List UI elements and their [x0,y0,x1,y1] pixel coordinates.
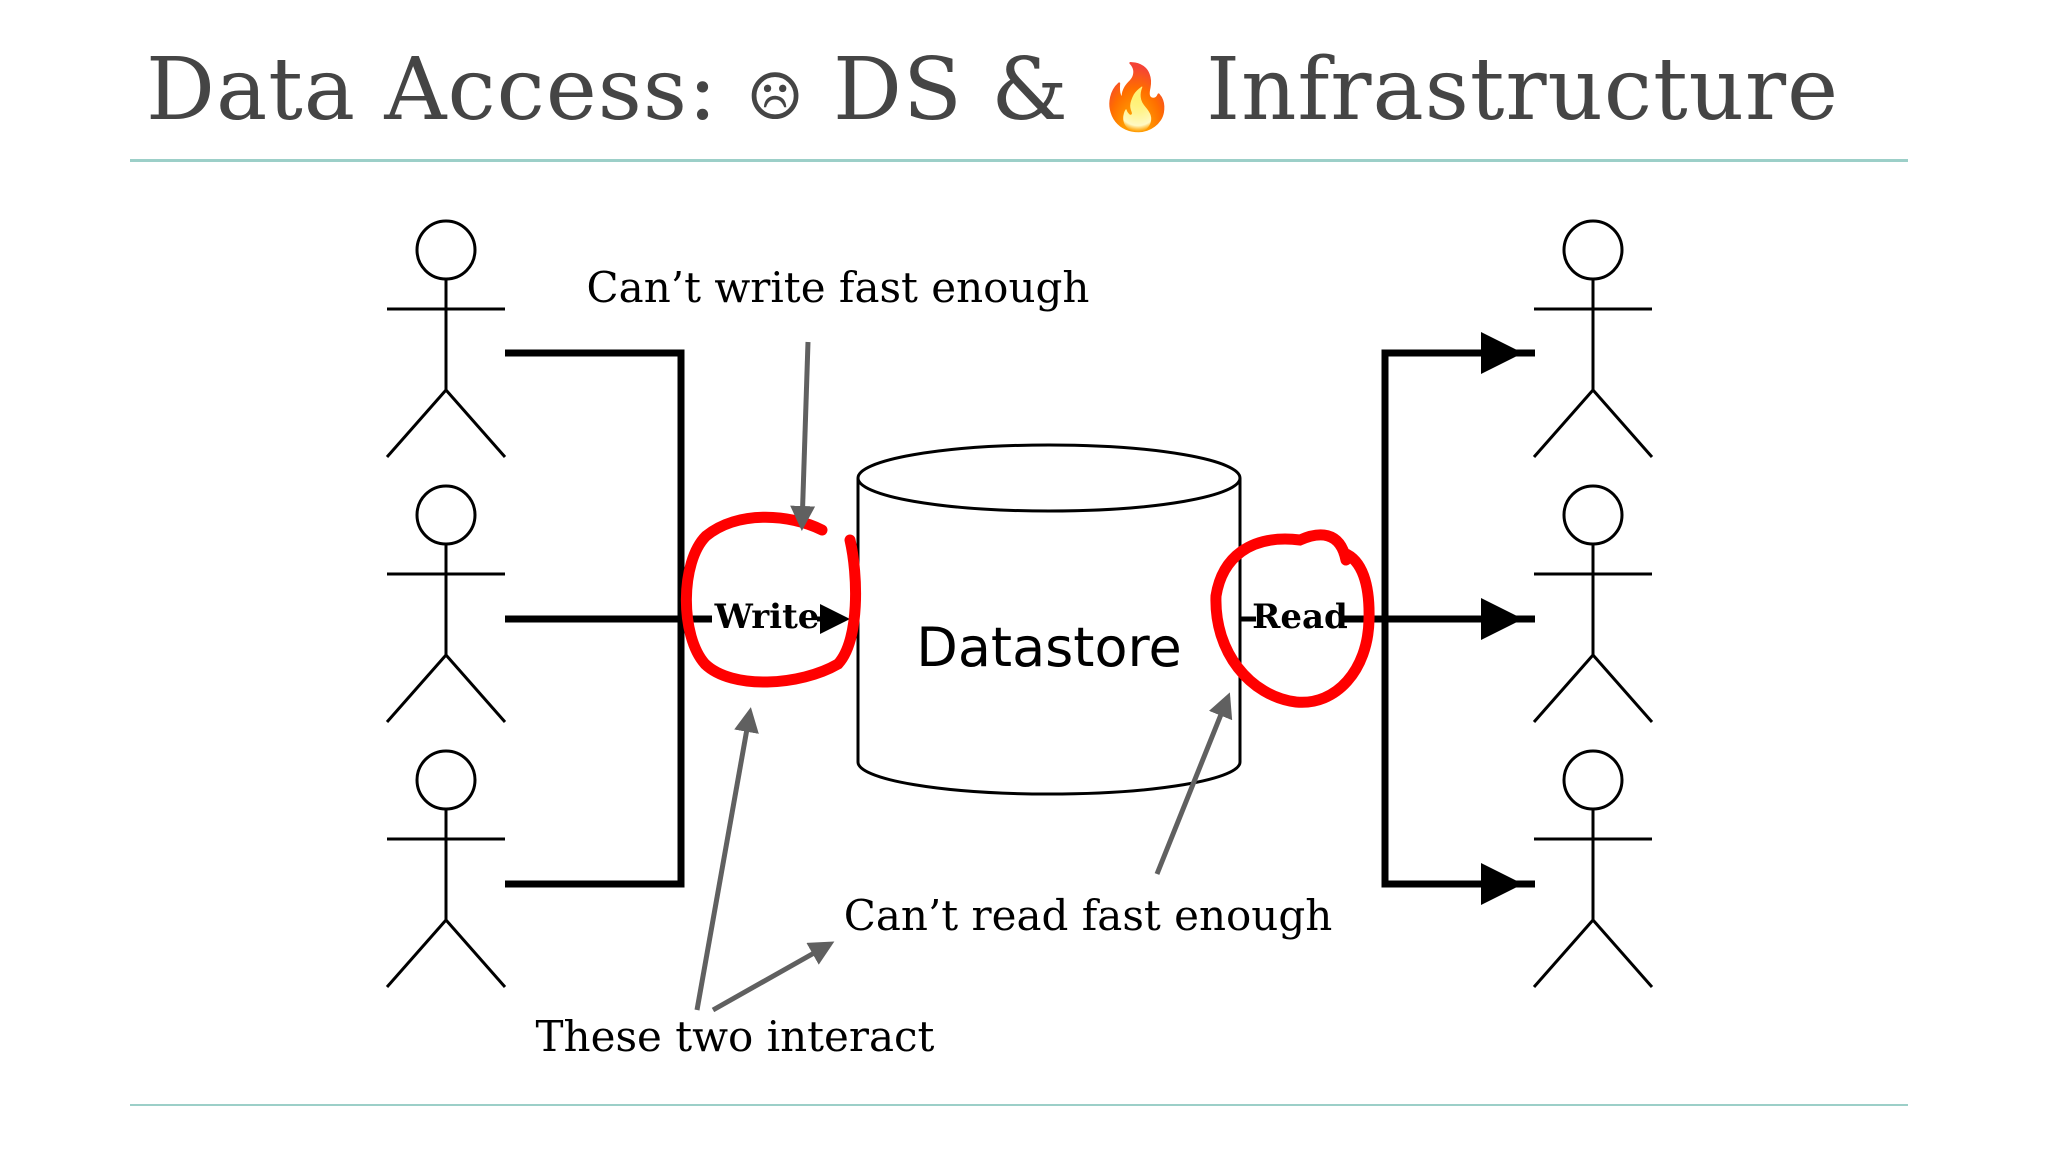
reader-person-icon [1532,749,1654,989]
annotation-cant-write: Can’t write fast enough [587,263,1090,312]
title-prefix: Data Access: [146,40,718,140]
read-label: Read [1252,597,1348,637]
read-highlight-circle [1210,529,1375,708]
write-highlight-circle [680,511,862,688]
read-connectors [1238,332,1535,905]
sad-face-icon: ☹ [746,61,805,135]
title-suffix: Infrastructure [1206,40,1840,140]
datastore-label: Datastore [916,616,1182,679]
writer-person-icon [385,219,507,459]
reader-person-icon [1532,484,1654,724]
annotation-cant-read: Can’t read fast enough [844,891,1333,940]
title-divider [130,159,1908,162]
writer-person-icon [385,484,507,724]
writer-person-icon [385,749,507,989]
datastore-cylinder: Datastore [856,443,1242,796]
annotation-these-two-interact: These two interact [536,1012,935,1061]
write-label: Write [714,597,820,637]
annotation-arrows [694,341,1233,1013]
title-middle: DS & [833,40,1069,140]
slide-title: Data Access: ☹ DS & 🔥 Infrastructure [146,40,1839,140]
reader-person-icon [1532,219,1654,459]
footer-divider [130,1104,1908,1106]
write-connectors [505,349,850,888]
fire-icon: 🔥 [1097,61,1178,135]
